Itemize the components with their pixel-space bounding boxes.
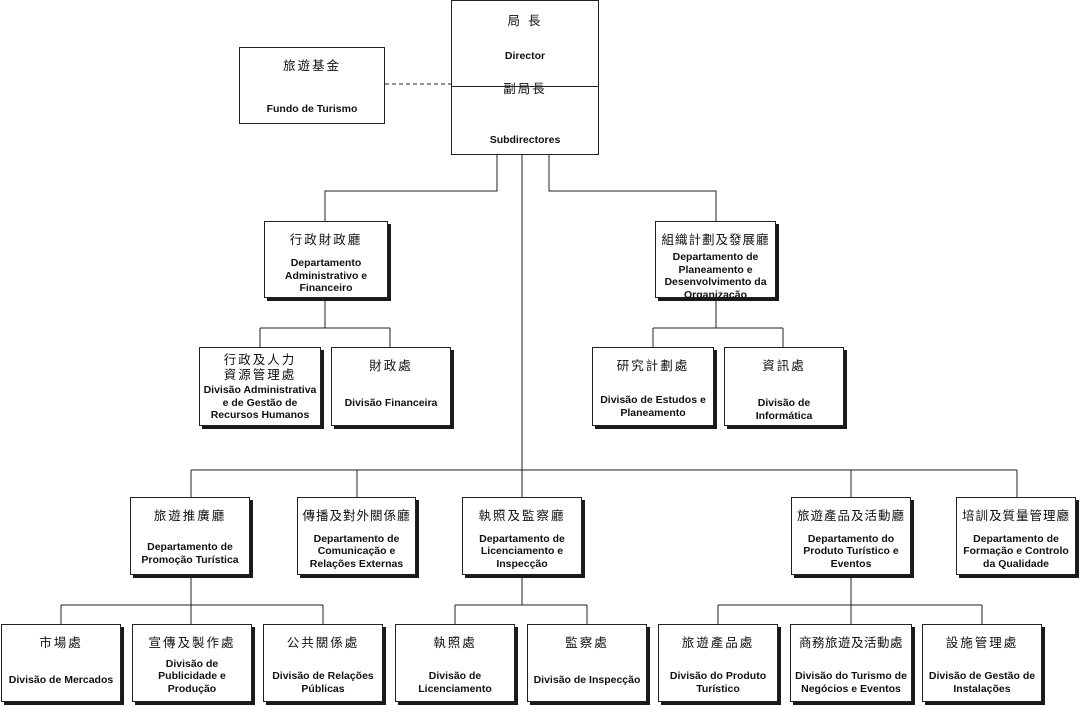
director-box: 局 長 Director 副局長 Subdirectores bbox=[451, 0, 599, 155]
div-business-events-zh: 商務旅遊及活動處 bbox=[798, 635, 903, 650]
div-publicity-pt: Divisão de Publicidade e Produção bbox=[158, 657, 226, 695]
dept-admin-financial: 行政財政廳 Departamento Administrativo e Fina… bbox=[264, 221, 388, 298]
director-pt: Director bbox=[504, 50, 546, 62]
div-financial: 財政處 Divisão Financeira bbox=[331, 347, 451, 426]
dept-product-pt: Departamento do Produto Turístico e Even… bbox=[803, 532, 899, 570]
dept-planning-zh: 組織計劃及發展廳 bbox=[661, 232, 770, 247]
div-facilities-zh: 設施管理處 bbox=[945, 635, 1019, 650]
div-admin-hr: 行政及人力 資源管理處 Divisão Administrativa e de … bbox=[199, 347, 321, 426]
dept-planning-pt: Departamento de Planeamento e Desenvolvi… bbox=[664, 251, 767, 301]
dept-communication-zh: 傳播及對外關係廳 bbox=[302, 508, 411, 523]
div-admin-hr-pt: Divisão Administrativa e de Gestão de Re… bbox=[203, 384, 317, 421]
div-studies-pt: Divisão de Estudos e Planeamento bbox=[600, 394, 706, 419]
dept-training-quality: 培訓及質量管理廳 Departamento de Formação e Cont… bbox=[956, 497, 1076, 575]
director-zh: 局 長 bbox=[507, 13, 543, 28]
dept-product-zh: 旅遊產品及活動廳 bbox=[796, 508, 905, 523]
dept-training-pt: Departamento de Formação e Controlo da Q… bbox=[963, 532, 1069, 570]
fund-zh: 旅遊基金 bbox=[282, 58, 341, 73]
div-licensing-zh: 執照處 bbox=[433, 635, 477, 650]
div-facilities: 設施管理處 Divisão de Gestão de Instalações bbox=[922, 624, 1042, 702]
dept-promotion-zh: 旅遊推廣廳 bbox=[153, 508, 227, 523]
div-business-events: 商務旅遊及活動處 Divisão do Turismo de Negócios … bbox=[790, 624, 912, 702]
div-markets-zh: 市場處 bbox=[39, 635, 83, 650]
div-financial-pt: Divisão Financeira bbox=[344, 397, 438, 409]
div-tourism-product-pt: Divisão do Produto Turístico bbox=[669, 670, 767, 695]
div-facilities-pt: Divisão de Gestão de Instalações bbox=[928, 670, 1036, 695]
div-informatics-zh: 資訊處 bbox=[762, 358, 806, 373]
div-licensing: 執照處 Divisão de Licenciamento bbox=[395, 624, 515, 702]
div-business-events-pt: Divisão do Turismo de Negócios e Eventos bbox=[795, 670, 907, 695]
div-studies: 研究計劃處 Divisão de Estudos e Planeamento bbox=[592, 347, 714, 426]
div-public-relations: 公共關係處 Divisão de Relações Públicas bbox=[263, 624, 383, 702]
dept-training-zh: 培訓及質量管理廳 bbox=[961, 508, 1070, 523]
dept-licensing: 執照及監察廳 Departamento de Licenciamento e I… bbox=[462, 497, 582, 575]
subdirectors-zh: 副局長 bbox=[503, 80, 547, 96]
director-divider bbox=[452, 86, 598, 87]
div-public-relations-pt: Divisão de Relações Públicas bbox=[272, 670, 374, 695]
div-markets: 市場處 Divisão de Mercados bbox=[1, 624, 121, 702]
div-publicity-zh: 宣傳及製作處 bbox=[148, 635, 236, 650]
dept-licensing-zh: 執照及監察廳 bbox=[478, 508, 566, 523]
div-tourism-product-zh: 旅遊產品處 bbox=[681, 635, 755, 650]
div-studies-zh: 研究計劃處 bbox=[616, 358, 690, 373]
div-publicity: 宣傳及製作處 Divisão de Publicidade e Produção bbox=[132, 624, 252, 702]
dept-planning: 組織計劃及發展廳 Departamento de Planeamento e D… bbox=[655, 221, 776, 301]
div-tourism-product: 旅遊產品處 Divisão do Produto Turístico bbox=[658, 624, 778, 702]
div-licensing-pt: Divisão de Licenciamento bbox=[418, 670, 492, 695]
div-admin-hr-zh: 行政及人力 資源管理處 bbox=[223, 352, 297, 382]
div-inspection-zh: 監察處 bbox=[565, 635, 609, 650]
dept-promotion-pt: Departamento de Promoção Turística bbox=[141, 541, 239, 566]
div-informatics: 資訊處 Divisão de Informática bbox=[724, 347, 844, 426]
fund-pt: Fundo de Turismo bbox=[266, 102, 358, 115]
div-markets-pt: Divisão de Mercados bbox=[8, 674, 114, 686]
subdirectors-pt: Subdirectores bbox=[489, 133, 561, 146]
dept-product-events: 旅遊產品及活動廳 Departamento do Produto Turísti… bbox=[791, 497, 911, 575]
div-informatics-pt: Divisão de Informática bbox=[755, 397, 813, 422]
dept-admin-pt: Departamento Administrativo e Financeiro bbox=[284, 257, 368, 294]
dept-communication: 傳播及對外關係廳 Departamento de Comunicação e R… bbox=[297, 497, 416, 575]
dept-promotion: 旅遊推廣廳 Departamento de Promoção Turística bbox=[130, 497, 250, 575]
dept-admin-zh: 行政財政廳 bbox=[289, 232, 363, 247]
div-inspection: 監察處 Divisão de Inspecção bbox=[527, 624, 647, 702]
div-financial-zh: 財政處 bbox=[369, 358, 413, 373]
div-inspection-pt: Divisão de Inspecção bbox=[533, 674, 641, 686]
dept-licensing-pt: Departamento de Licenciamento e Inspecçã… bbox=[479, 532, 565, 570]
dept-communication-pt: Departamento de Comunicação e Relações E… bbox=[309, 532, 404, 570]
fund-box: 旅遊基金 Fundo de Turismo bbox=[239, 47, 385, 124]
div-public-relations-zh: 公共關係處 bbox=[286, 635, 360, 650]
